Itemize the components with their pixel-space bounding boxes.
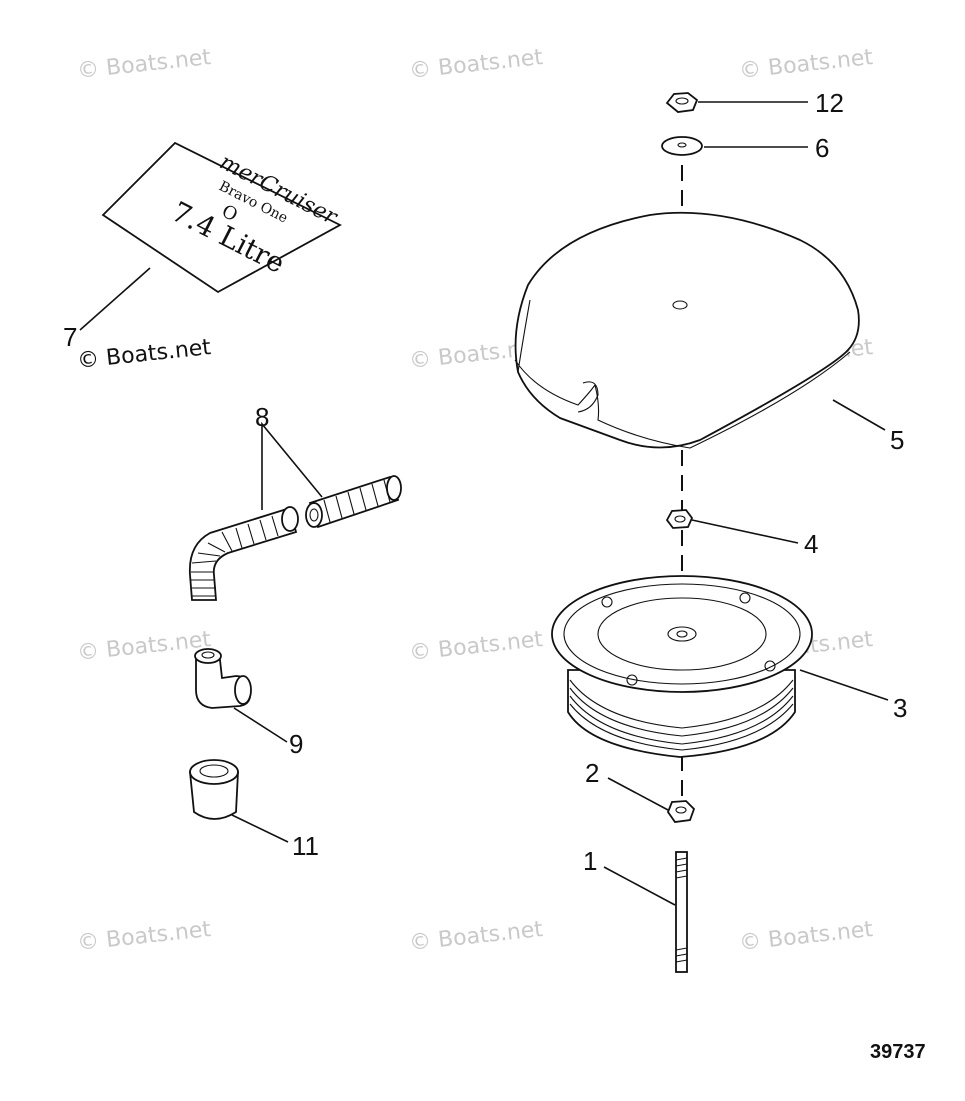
- washer-6: [661, 136, 703, 156]
- leader-lines: [79, 101, 889, 906]
- decal-8: merCruiser Bravo One O 7.4 Litre: [101, 141, 342, 294]
- watermark: © Boats.net: [76, 45, 212, 84]
- stud-1: [675, 851, 688, 973]
- watermark: © Boats.net: [76, 917, 212, 956]
- hose-9b: [305, 475, 402, 529]
- callout-5: 5: [890, 425, 904, 455]
- callout-9: 8: [255, 402, 269, 432]
- callout-4: 4: [804, 529, 818, 559]
- hose-9: [188, 506, 299, 601]
- diagram-id: 39737: [870, 1041, 926, 1063]
- watermark-dark: © Boats.net: [76, 335, 212, 374]
- callout-6: 6: [815, 133, 829, 163]
- callout-1: 1: [583, 846, 597, 876]
- nut-2: [666, 800, 696, 823]
- callout-2: 2: [585, 758, 599, 788]
- watermark: © Boats.net: [408, 627, 544, 666]
- cap-12: [189, 759, 239, 820]
- watermark: © Boats.net: [408, 917, 544, 956]
- callout-3: 3: [893, 693, 907, 723]
- callout-11: 9: [289, 729, 303, 759]
- watermark: © Boats.net: [408, 45, 544, 84]
- nut-4: [665, 509, 694, 529]
- flame-arrestor-3: [551, 575, 813, 758]
- cover-5: [514, 211, 860, 449]
- callout-7: 12: [815, 88, 844, 118]
- callouts: 12 6 5 4 3 2 1 7 8 9 11: [63, 88, 907, 876]
- nut-7: [665, 92, 699, 113]
- elbow-11: [194, 648, 252, 709]
- watermark: © Boats.net: [738, 45, 874, 84]
- callout-12: 11: [292, 831, 319, 861]
- callout-8: 7: [63, 322, 77, 352]
- watermark: © Boats.net: [76, 627, 212, 666]
- watermark: © Boats.net: [738, 917, 874, 956]
